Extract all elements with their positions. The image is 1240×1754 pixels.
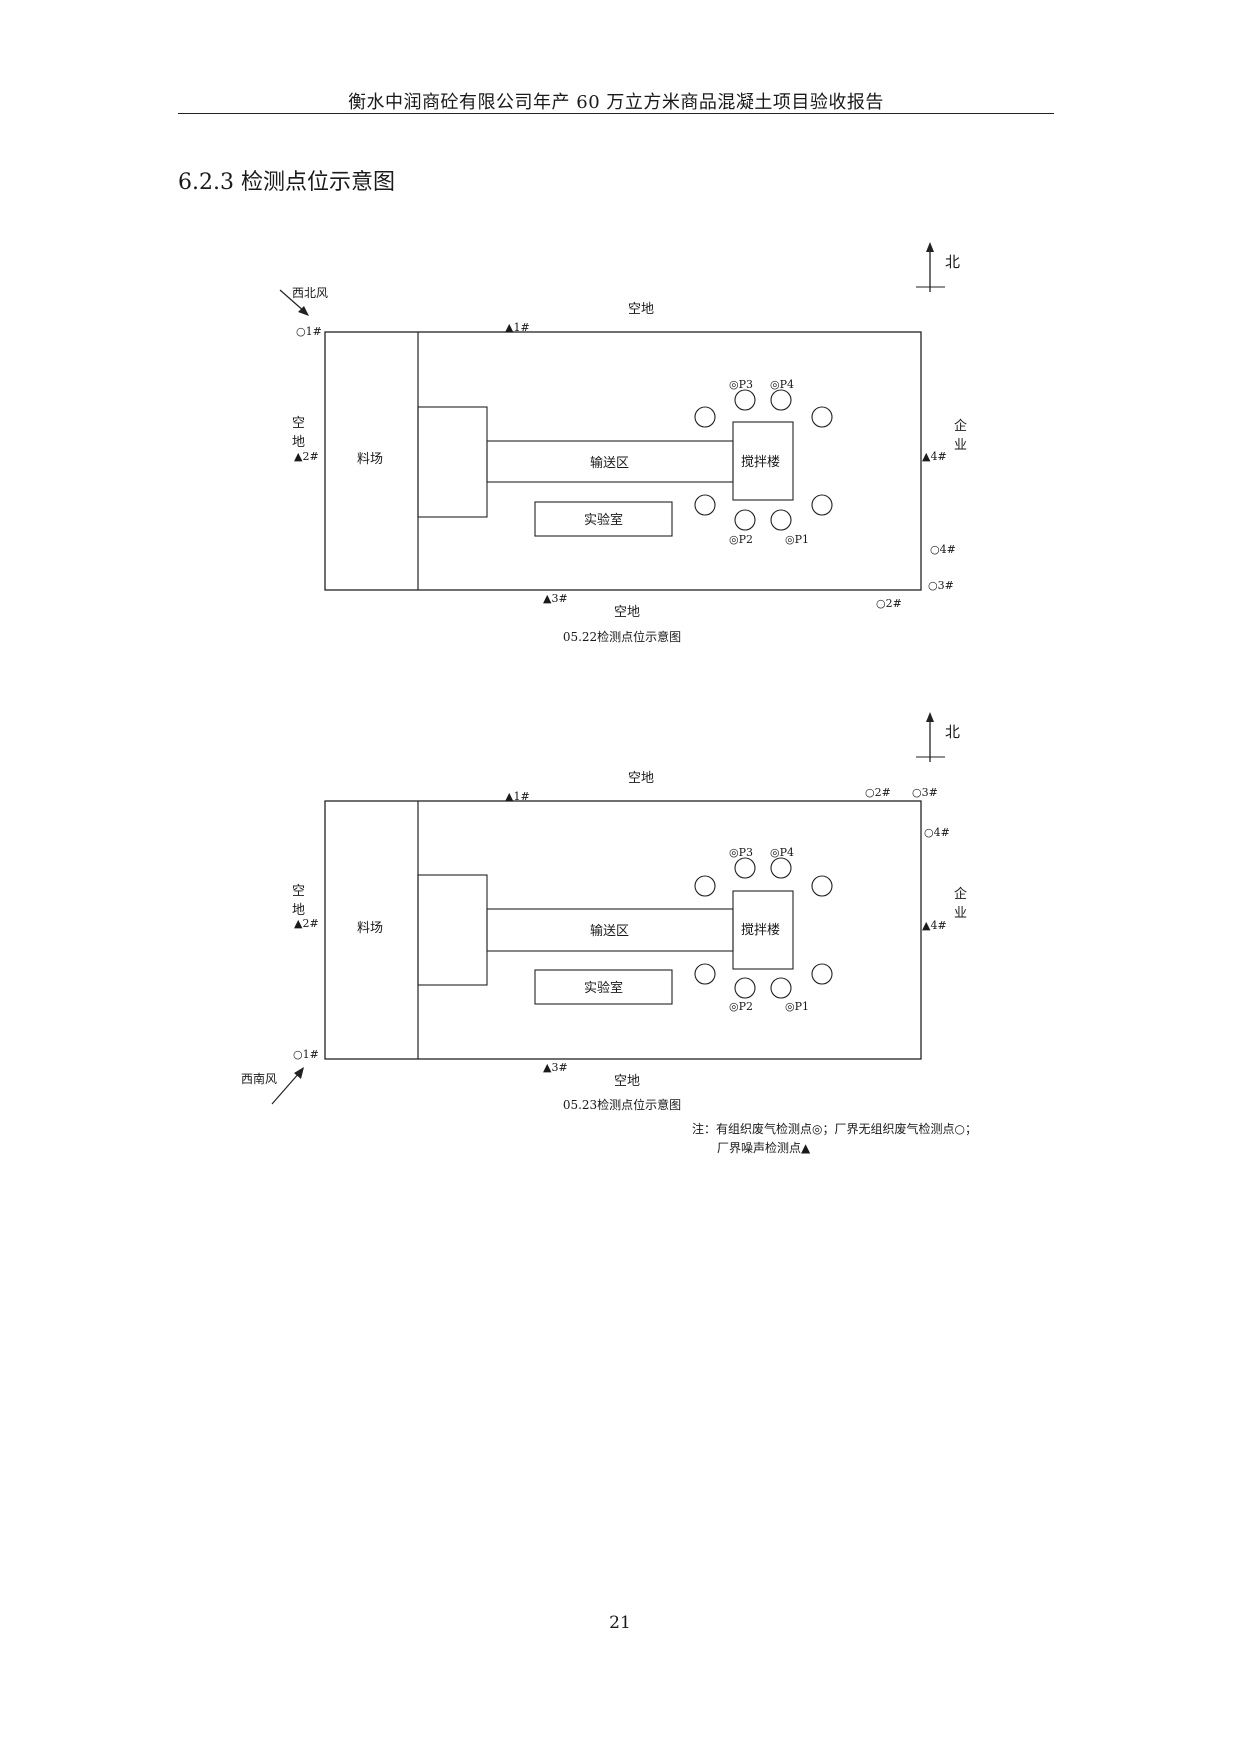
label-yard: 料场 xyxy=(357,921,383,936)
noise-point-2: ▲2# xyxy=(294,450,319,463)
page-number: 21 xyxy=(609,1613,631,1633)
fugitive-point-3: ○3# xyxy=(912,786,938,799)
fugitive-point-2: ○2# xyxy=(865,786,891,799)
label-right-1: 企 xyxy=(954,886,967,902)
noise-point-4: ▲4# xyxy=(922,450,947,463)
noise-point-1: ▲1# xyxy=(505,790,530,803)
diagram-0522: 北 西北风 空地 空地 空 地 企 业 料场 输送区 搅拌楼 实验室 ▲1# ▲… xyxy=(0,230,1240,660)
diagram-caption: 05.23检测点位示意图 xyxy=(563,1097,681,1112)
stack-point-p1: ◎P1 xyxy=(785,533,809,546)
label-left-1: 空 xyxy=(292,416,305,431)
north-arrow-icon xyxy=(916,242,945,292)
wind-label: 西南风 xyxy=(241,1071,277,1086)
header-rule xyxy=(178,113,1054,114)
legend-note-line2: 厂界噪声检测点▲ xyxy=(717,1140,811,1155)
label-lab: 实验室 xyxy=(584,980,623,996)
noise-point-1: ▲1# xyxy=(505,321,530,334)
wind-label: 西北风 xyxy=(292,286,328,300)
page-header: 衡水中润商砼有限公司年产 60 万立方米商品混凝土项目验收报告 xyxy=(348,92,884,113)
label-right-2: 业 xyxy=(954,438,967,453)
north-label: 北 xyxy=(945,723,960,741)
label-left-1: 空 xyxy=(292,884,305,899)
mixing-building xyxy=(732,890,794,970)
label-bottom: 空地 xyxy=(614,1074,640,1089)
north-arrow-icon xyxy=(916,712,945,762)
fugitive-point-2: ○2# xyxy=(876,597,902,610)
stack-point-p2: ◎P2 xyxy=(729,533,753,546)
label-conveyor: 输送区 xyxy=(590,455,629,471)
label-lab: 实验室 xyxy=(584,512,623,528)
label-left-2: 地 xyxy=(292,903,305,918)
stack-point-p3: ◎P3 xyxy=(729,846,753,859)
site-boundary xyxy=(324,331,922,591)
silo-icons xyxy=(694,389,833,531)
label-yard: 料场 xyxy=(357,452,383,467)
laboratory xyxy=(534,969,673,1005)
stack-point-p1: ◎P1 xyxy=(785,1000,809,1013)
site-boundary xyxy=(324,800,922,1060)
label-mixer: 搅拌楼 xyxy=(741,922,780,938)
diagram-0523: 北 空地 空地 空 地 企 业 料场 输送区 搅拌楼 实验室 ▲1# ▲2# ▲… xyxy=(0,700,1240,1160)
noise-point-3: ▲3# xyxy=(543,1061,568,1074)
label-bottom: 空地 xyxy=(614,605,640,620)
fugitive-point-4: ○4# xyxy=(930,543,956,556)
stack-point-p4: ◎P4 xyxy=(770,846,794,859)
fugitive-point-4: ○4# xyxy=(924,826,950,839)
label-top: 空地 xyxy=(628,771,654,786)
stack-point-p3: ◎P3 xyxy=(729,378,753,391)
label-top: 空地 xyxy=(628,302,654,317)
label-mixer: 搅拌楼 xyxy=(741,454,780,470)
fugitive-point-3: ○3# xyxy=(928,579,954,592)
fugitive-point-1: ○1# xyxy=(296,325,322,338)
diagram-caption: 05.22检测点位示意图 xyxy=(563,629,681,644)
legend-note-line1: 注：有组织废气检测点◎；厂界无组织废气检测点○； xyxy=(692,1121,977,1136)
wind-arrow-icon xyxy=(279,289,309,316)
north-label: 北 xyxy=(945,253,960,271)
mixing-building xyxy=(732,421,794,501)
silo-icons xyxy=(694,857,833,999)
section-title: 6.2.3 检测点位示意图 xyxy=(178,170,395,195)
yard-annex xyxy=(417,874,488,986)
laboratory xyxy=(534,501,673,537)
noise-point-4: ▲4# xyxy=(922,919,947,932)
label-left-2: 地 xyxy=(292,435,305,450)
stack-point-p2: ◎P2 xyxy=(729,1000,753,1013)
label-right-2: 业 xyxy=(954,906,967,921)
fugitive-point-1: ○1# xyxy=(293,1048,319,1061)
label-conveyor: 输送区 xyxy=(590,923,629,939)
yard-annex xyxy=(417,406,488,518)
wind-arrow-icon xyxy=(271,1067,304,1105)
stack-point-p4: ◎P4 xyxy=(770,378,794,391)
noise-point-2: ▲2# xyxy=(294,917,319,930)
label-right-1: 企 xyxy=(954,418,967,434)
noise-point-3: ▲3# xyxy=(543,592,568,605)
